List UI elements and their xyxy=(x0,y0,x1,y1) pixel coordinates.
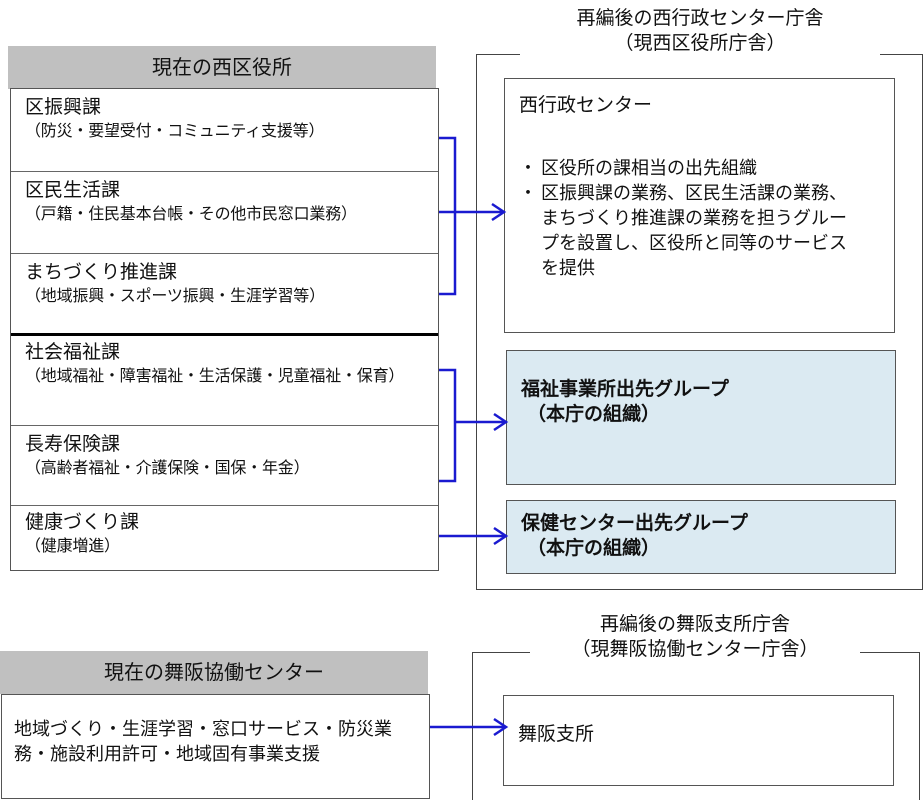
reorganized-maisaka-title: 再編後の舞阪支所庁舎 （現舞阪協働センター庁舎） xyxy=(530,612,860,670)
section-desc: （健康増進） xyxy=(25,536,120,555)
title-line1: 再編後の西行政センター庁舎 xyxy=(576,7,824,29)
section-name: 長寿保険課 xyxy=(25,433,121,455)
welfare-group-box: 福祉事業所出先グループ （本庁の組織） xyxy=(506,350,896,485)
section-desc: （地域福祉・障害福祉・生活保護・児童福祉・保育） xyxy=(25,366,405,385)
section-choju-hoken: 長寿保険課 （高齢者福祉・介護保険・国保・年金） xyxy=(11,426,438,506)
bullet-item: 区振興課の業務、区民生活課の業務、まちづくり推進課の業務を担うグループを設置し、… xyxy=(519,181,859,281)
title-line2: （現舞阪協働センター庁舎） xyxy=(571,638,819,660)
welfare-group-title: 福祉事業所出先グループ xyxy=(521,378,729,400)
section-machizukuri: まちづくり推進課 （地域振興・スポーツ振興・生涯学習等） xyxy=(11,254,438,336)
section-desc: （戸籍・住民基本台帳・その他市民窓口業務） xyxy=(25,204,357,223)
section-shakai-fukushi: 社会福祉課 （地域福祉・障害福祉・生活保護・児童福祉・保育） xyxy=(11,336,438,426)
current-maisaka-desc: 地域づくり・生涯学習・窓口サービス・防災業務・施設利用許可・地域固有事業支援 xyxy=(14,719,392,765)
maisaka-branch-title: 舞阪支所 xyxy=(518,723,595,745)
health-group-box: 保健センター出先グループ （本庁の組織） xyxy=(506,500,896,574)
title-line2: （現西区役所庁舎） xyxy=(614,32,786,54)
maisaka-branch-box: 舞阪支所 xyxy=(503,695,894,786)
section-kumin-seikatsu: 区民生活課 （戸籍・住民基本台帳・その他市民窓口業務） xyxy=(11,172,438,254)
section-name: 区民生活課 xyxy=(25,179,121,201)
section-name: 健康づくり課 xyxy=(25,511,140,533)
current-ward-office-box: 区振興課 （防災・要望受付・コミュニティ支援等） 区民生活課 （戸籍・住民基本台… xyxy=(10,88,439,571)
section-name: まちづくり推進課 xyxy=(25,261,178,283)
bracket-welfare xyxy=(439,368,457,483)
current-ward-office-header: 現在の西区役所 xyxy=(8,46,436,89)
health-group-sub: （本庁の組織） xyxy=(527,537,661,559)
current-maisaka-header: 現在の舞阪協働センター xyxy=(0,651,428,694)
section-kenko-zukuri: 健康づくり課 （健康増進） xyxy=(11,506,438,570)
title-line1: 再編後の舞阪支所庁舎 xyxy=(599,613,790,635)
welfare-group-sub: （本庁の組織） xyxy=(527,403,661,425)
west-center-title: 西行政センター xyxy=(519,94,653,116)
current-maisaka-box: 地域づくり・生涯学習・窓口サービス・防災業務・施設利用許可・地域固有事業支援 xyxy=(1,694,430,799)
section-name: 社会福祉課 xyxy=(25,341,121,363)
section-desc: （防災・要望受付・コミュニティ支援等） xyxy=(25,121,325,140)
west-center-bullets: 区役所の課相当の出先組織 区振興課の業務、区民生活課の業務、まちづくり推進課の業… xyxy=(519,156,859,281)
section-desc: （地域振興・スポーツ振興・生涯学習等） xyxy=(25,286,325,305)
bracket-west-center xyxy=(439,136,457,296)
bullet-item: 区役所の課相当の出先組織 xyxy=(519,156,859,181)
section-desc: （高齢者福祉・介護保険・国保・年金） xyxy=(25,458,310,477)
reorganized-west-center-title: 再編後の西行政センター庁舎 （現西区役所庁舎） xyxy=(520,6,880,68)
west-center-box: 西行政センター 区役所の課相当の出先組織 区振興課の業務、区民生活課の業務、まち… xyxy=(504,78,895,333)
section-name: 区振興課 xyxy=(25,96,102,118)
section-kushinko: 区振興課 （防災・要望受付・コミュニティ支援等） xyxy=(11,89,438,172)
health-group-title: 保健センター出先グループ xyxy=(521,512,748,534)
